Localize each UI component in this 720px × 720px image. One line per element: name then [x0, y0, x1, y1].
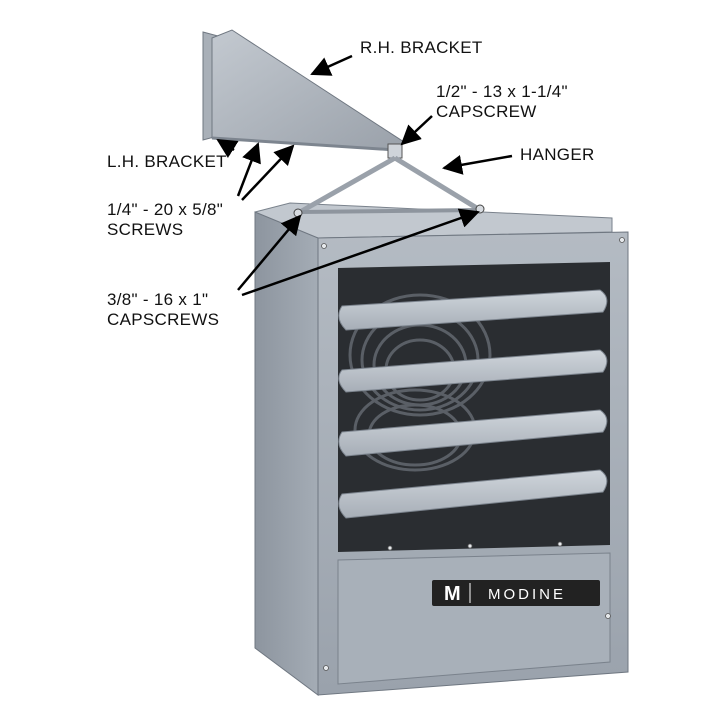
label-lh-bracket: L.H. BRACKET [107, 152, 227, 172]
louver-2 [338, 349, 608, 393]
label-screws: 1/4" - 20 x 5/8" SCREWS [107, 200, 223, 240]
top-capscrew [387, 143, 403, 159]
arrow-capscrews-2 [241, 208, 480, 297]
label-capscrew-top: 1/2" - 13 x 1-1/4" CAPSCREW [436, 82, 568, 122]
label-capscrew-top-line1: 1/2" - 13 x 1-1/4" [436, 82, 568, 101]
louver-4 [338, 469, 608, 519]
louvers [338, 289, 608, 519]
label-capscrew-top-line2: CAPSCREW [436, 102, 537, 121]
callout-arrows [216, 54, 513, 297]
arrow-rh-bracket [310, 54, 353, 76]
label-screws-line2: SCREWS [107, 220, 184, 239]
label-capscrews-bottom-line2: CAPSCREWS [107, 310, 220, 329]
arrow-screws-2 [241, 144, 295, 201]
label-lh-bracket-text: L.H. BRACKET [107, 152, 227, 171]
brand-name: MODINE [488, 586, 566, 603]
label-capscrews-bottom-line1: 3/8" - 16 x 1" [107, 290, 209, 309]
mounting-brackets [202, 29, 485, 218]
label-rh-bracket: R.H. BRACKET [360, 38, 483, 58]
louver-1 [338, 289, 608, 331]
heater-cabinet: M MODINE [254, 202, 629, 696]
frame-screws [321, 237, 625, 671]
arrow-screws-1 [236, 142, 261, 197]
label-hanger-text: HANGER [520, 145, 595, 164]
label-capscrews-bottom: 3/8" - 16 x 1" CAPSCREWS [107, 290, 219, 330]
label-screws-line1: 1/4" - 20 x 5/8" [107, 200, 224, 219]
label-hanger: HANGER [520, 145, 595, 165]
hanger-capscrew-left [293, 208, 303, 218]
arrow-hanger [442, 154, 513, 175]
cabinet-side [254, 211, 319, 696]
brand-plate: M MODINE [432, 580, 600, 606]
label-rh-bracket-text: R.H. BRACKET [360, 38, 483, 57]
arrow-lh-bracket [216, 138, 239, 159]
brand-logo-mark: M [444, 583, 461, 605]
cabinet-lower-panel [337, 552, 611, 685]
louver-3 [338, 409, 608, 457]
arrow-capscrew-top [400, 115, 433, 146]
arrow-capscrews-1 [237, 214, 302, 291]
hanger [298, 155, 482, 215]
